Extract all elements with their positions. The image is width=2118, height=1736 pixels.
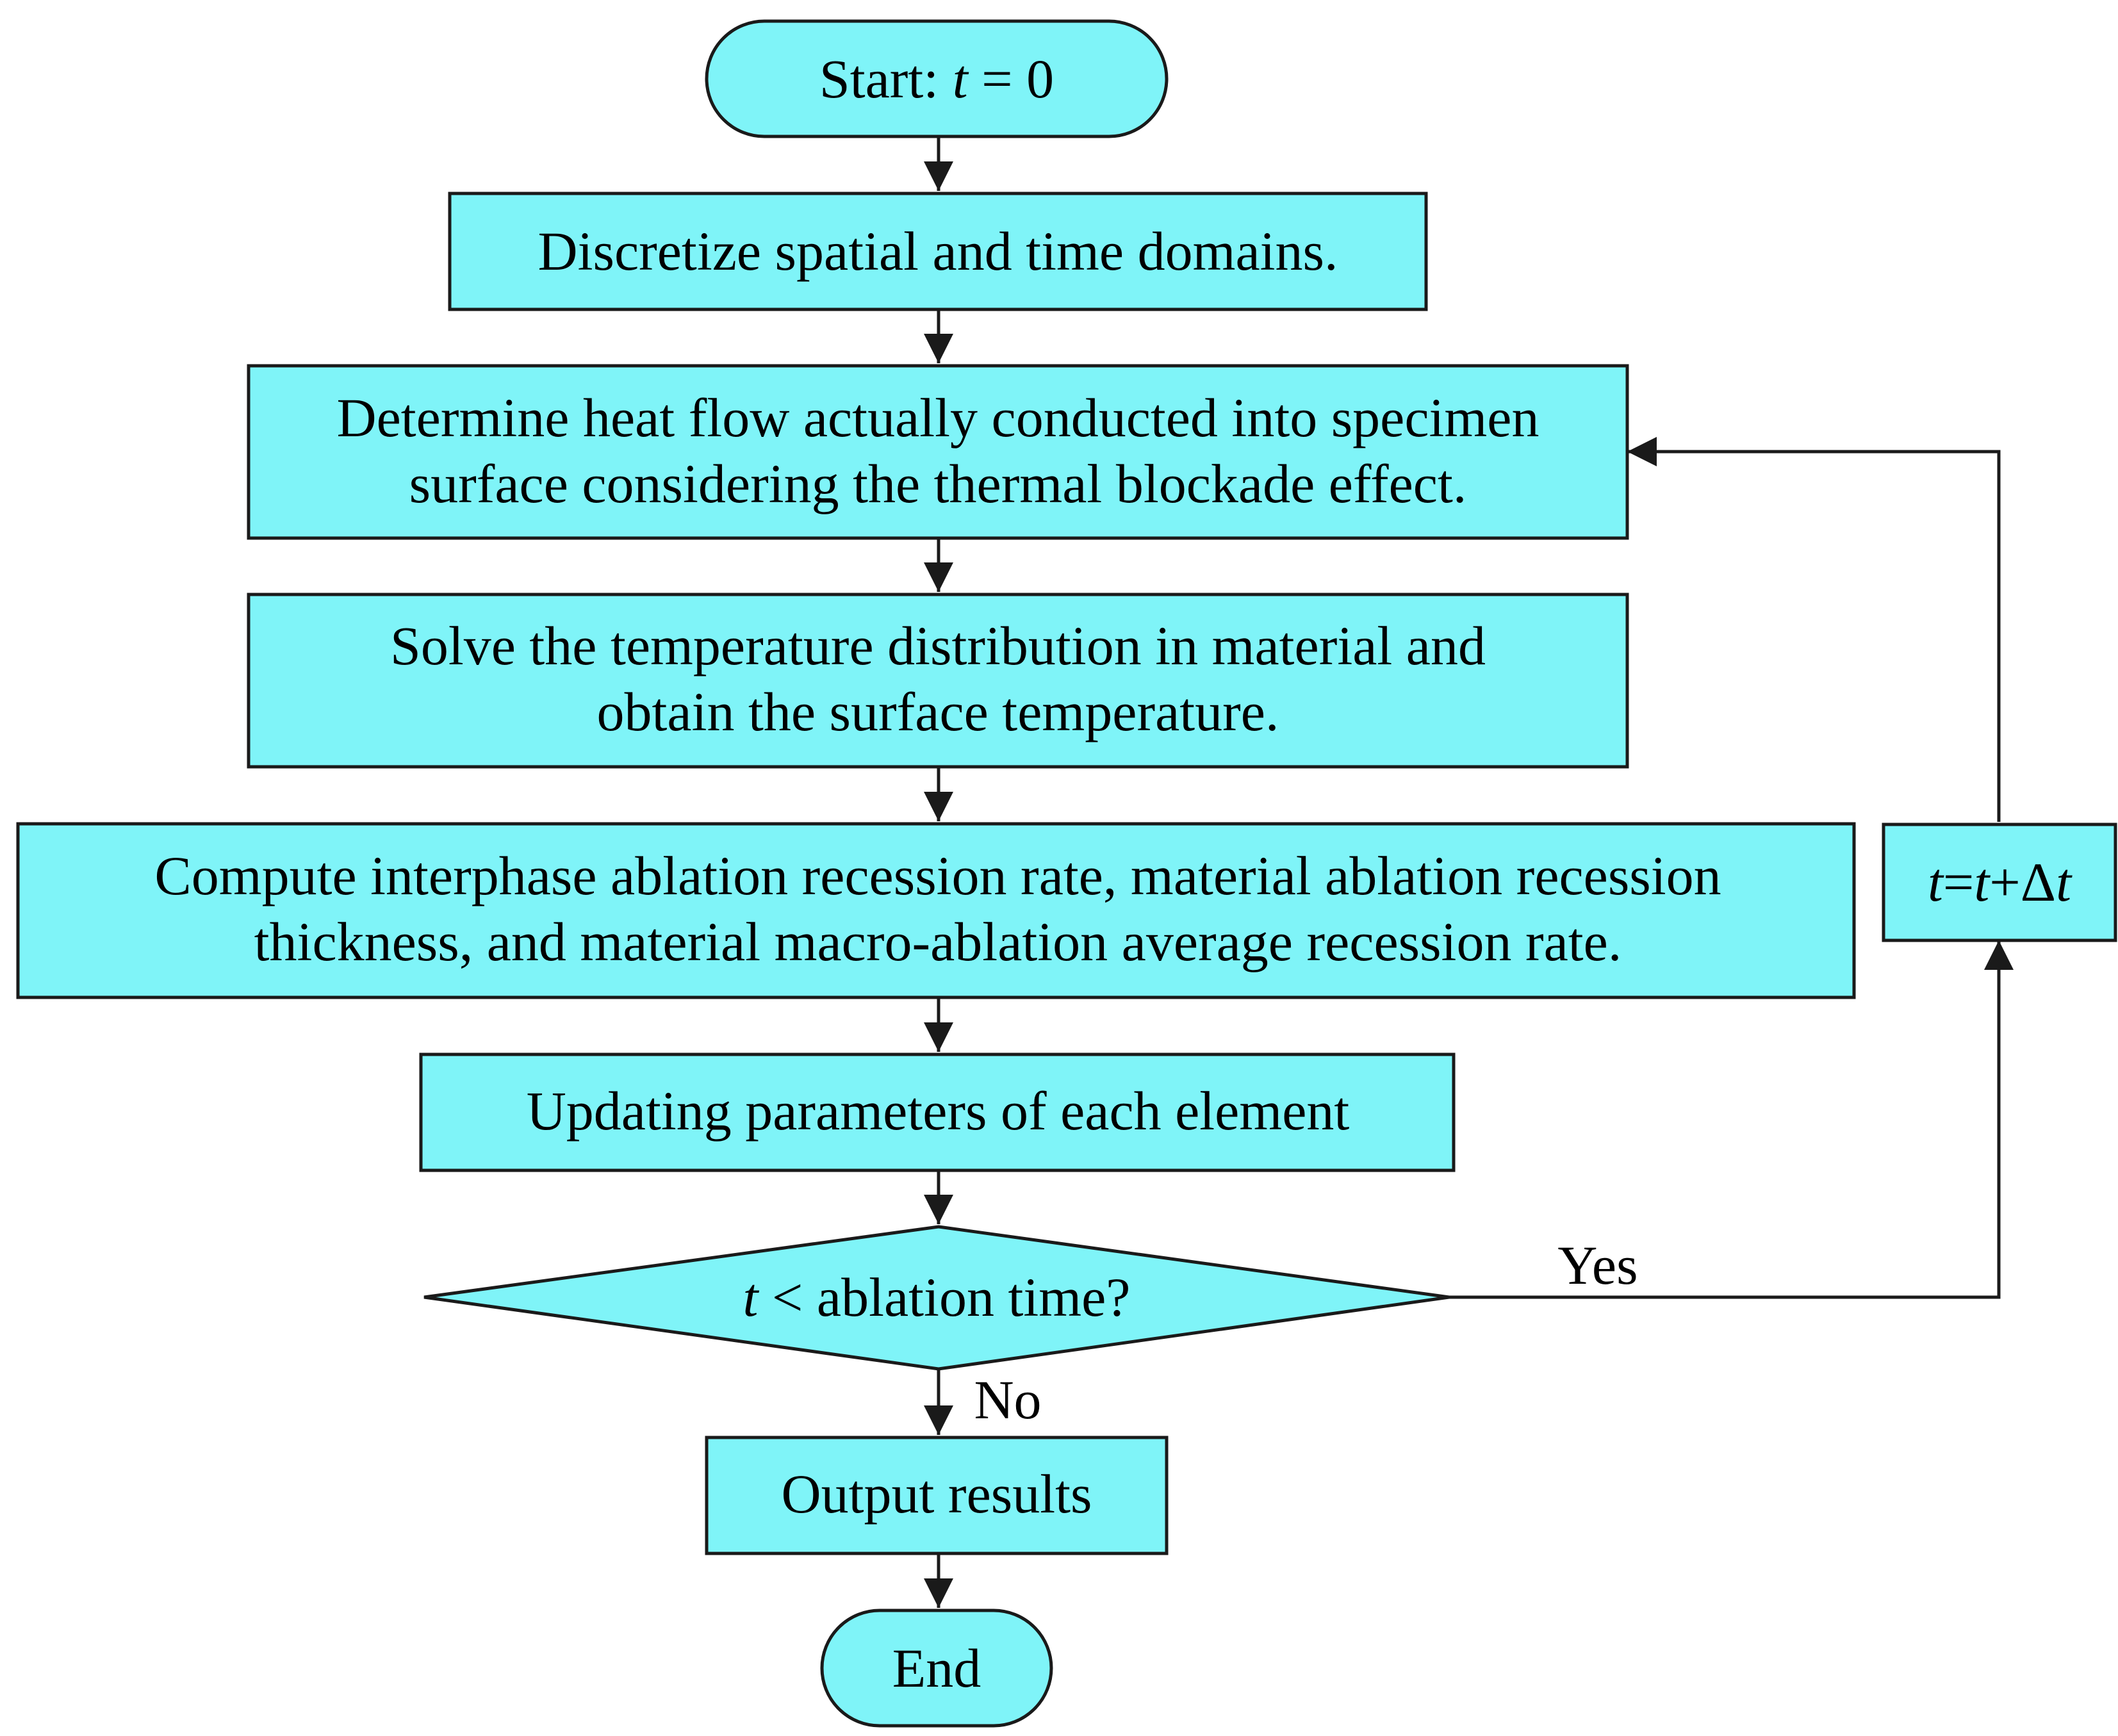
decision-node: t < ablation time? — [423, 1225, 1450, 1371]
increment-label: t=t+Δt — [1928, 851, 2073, 913]
temperature-process-box — [247, 593, 1629, 769]
arrow-decision-yes-to-increment — [1449, 940, 2014, 1299]
end-node: End — [820, 1609, 1053, 1728]
end-label: End — [892, 1637, 981, 1699]
heat-flow-line-2: surface considering the thermal blockade… — [409, 453, 1467, 514]
output-process-box — [705, 1436, 1169, 1555]
start-terminal-shape — [705, 19, 1169, 138]
decision-label: t < ablation time? — [743, 1266, 1131, 1328]
output-line-1: Output results — [782, 1463, 1092, 1525]
connectors — [924, 136, 2014, 1608]
output-node: Output results — [705, 1436, 1169, 1555]
heat-flow-label: Determine heat flow actually conducted i… — [337, 387, 1539, 448]
update-process-box — [419, 1052, 1456, 1172]
temperature-line-2: obtain the surface temperature. — [597, 681, 1279, 742]
end-terminal-shape — [820, 1609, 1053, 1728]
no-branch-label: No — [974, 1369, 1041, 1430]
output-label: Output results — [782, 1463, 1092, 1525]
discretize-node: Discretize spatial and time domains. — [448, 192, 1428, 311]
heat-flow-process-box — [247, 364, 1629, 540]
heat-flow-node: Determine heat flow actually conducted i… — [247, 364, 1629, 540]
update-line-1: Updating parameters of each element — [527, 1080, 1350, 1142]
temperature-node: Solve the temperature distribution in ma… — [247, 593, 1629, 769]
start-label: Start: t = 0 — [819, 48, 1054, 110]
discretize-line-1: Discretize spatial and time domains. — [538, 220, 1338, 282]
update-label: Updating parameters of each element — [527, 1080, 1350, 1142]
discretize-label: Discretize spatial and time domains. — [538, 220, 1338, 282]
temperature-line-1: Solve the temperature distribution in ma… — [390, 615, 1486, 676]
heat-flow-label-2: surface considering the thermal blockade… — [409, 453, 1467, 514]
yes-branch-label: Yes — [1557, 1234, 1638, 1296]
recession-line-1: Compute interphase ablation recession ra… — [154, 845, 1721, 906]
recession-node: Compute interphase ablation recession ra… — [16, 822, 1856, 999]
temperature-label-2: obtain the surface temperature. — [597, 681, 1279, 742]
recession-label: Compute interphase ablation recession ra… — [154, 845, 1721, 906]
discretize-process-box — [448, 192, 1428, 311]
arrow-increment-to-heat-flow — [1627, 437, 2001, 822]
temperature-label: Solve the temperature distribution in ma… — [390, 615, 1486, 676]
start-node: Start: t = 0 — [705, 19, 1169, 138]
recession-process-box — [16, 822, 1856, 999]
decision-diamond — [423, 1225, 1450, 1371]
heat-flow-line-1: Determine heat flow actually conducted i… — [337, 387, 1539, 448]
recession-line-2: thickness, and material macro-ablation a… — [254, 911, 1622, 972]
increment-node: t=t+Δt — [1882, 823, 2117, 942]
recession-label-2: thickness, and material macro-ablation a… — [254, 911, 1622, 972]
update-node: Updating parameters of each element — [419, 1052, 1456, 1172]
increment-process-box — [1882, 823, 2117, 942]
